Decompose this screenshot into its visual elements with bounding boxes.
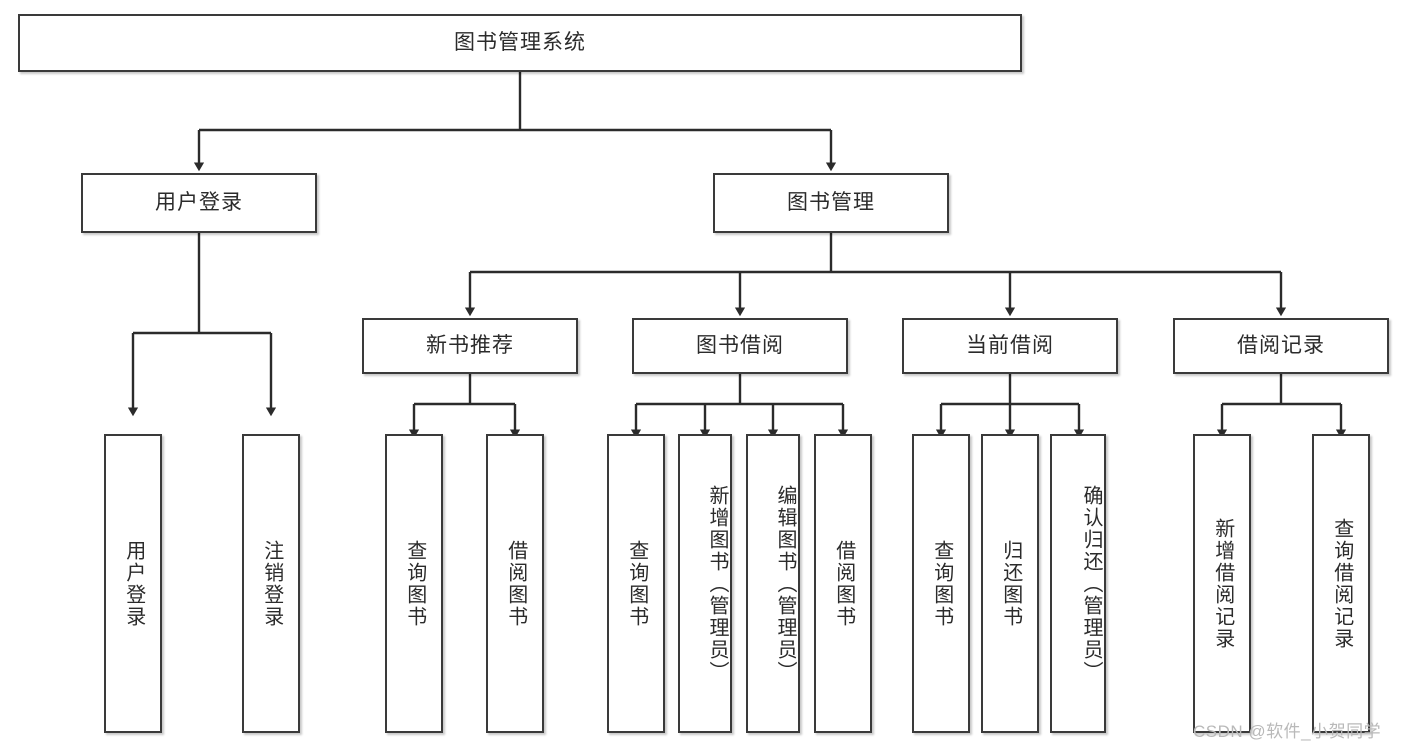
node-label: 图书管理系统 — [454, 31, 586, 55]
node-label: 图书借阅 — [696, 334, 784, 358]
node-label: 当前借阅 — [966, 334, 1054, 358]
node-label: 借阅记录 — [1237, 334, 1325, 358]
node-label: 用户登录 — [155, 191, 243, 215]
leaf-current-borrow-return-book[interactable]: 归还图书 — [981, 434, 1039, 733]
leaf-current-borrow-query-book[interactable]: 查询图书 — [912, 434, 970, 733]
node-current-borrow[interactable]: 当前借阅 — [902, 318, 1118, 374]
node-label: 新书推荐 — [426, 334, 514, 358]
leaf-borrow-record-query-record[interactable]: 查询借阅记录 — [1312, 434, 1370, 733]
node-root-book-management-system[interactable]: 图书管理系统 — [18, 14, 1022, 72]
node-book-borrow[interactable]: 图书借阅 — [632, 318, 848, 374]
leaf-book-borrow-borrow-book[interactable]: 借阅图书 — [814, 434, 872, 733]
node-label: 借阅图书 — [504, 539, 527, 628]
node-label: 图书管理 — [787, 191, 875, 215]
node-user-login[interactable]: 用户登录 — [81, 173, 317, 233]
node-borrow-record[interactable]: 借阅记录 — [1173, 318, 1389, 374]
node-label: 确认归还（管理员） — [1080, 484, 1102, 683]
leaf-new-book-query-book[interactable]: 查询图书 — [385, 434, 443, 733]
node-label: 查询图书 — [403, 539, 426, 628]
leaf-borrow-record-add-record[interactable]: 新增借阅记录 — [1193, 434, 1251, 733]
node-label: 查询图书 — [930, 539, 953, 628]
leaf-book-borrow-query-book[interactable]: 查询图书 — [607, 434, 665, 733]
node-label: 新增借阅记录 — [1211, 517, 1234, 650]
leaf-user-login-logout[interactable]: 注销登录 — [242, 434, 300, 733]
node-label: 归还图书 — [999, 539, 1022, 628]
leaf-book-borrow-add-book-admin[interactable]: 新增图书（管理员） — [678, 434, 732, 733]
node-label: 用户登录 — [122, 539, 145, 628]
leaf-current-borrow-confirm-return-admin[interactable]: 确认归还（管理员） — [1050, 434, 1106, 733]
node-new-book-recommend[interactable]: 新书推荐 — [362, 318, 578, 374]
node-label: 编辑图书（管理员） — [774, 484, 796, 683]
node-label: 新增图书（管理员） — [706, 484, 728, 683]
leaf-user-login-login[interactable]: 用户登录 — [104, 434, 162, 733]
node-label: 查询图书 — [625, 539, 648, 628]
node-label: 借阅图书 — [832, 539, 855, 628]
node-label: 查询借阅记录 — [1330, 517, 1353, 650]
csdn-watermark: CSDN @软件_小贺同学 — [1193, 722, 1382, 741]
leaf-book-borrow-edit-book-admin[interactable]: 编辑图书（管理员） — [746, 434, 800, 733]
node-book-management[interactable]: 图书管理 — [713, 173, 949, 233]
node-label: 注销登录 — [260, 539, 283, 628]
leaf-new-book-borrow-book[interactable]: 借阅图书 — [486, 434, 544, 733]
